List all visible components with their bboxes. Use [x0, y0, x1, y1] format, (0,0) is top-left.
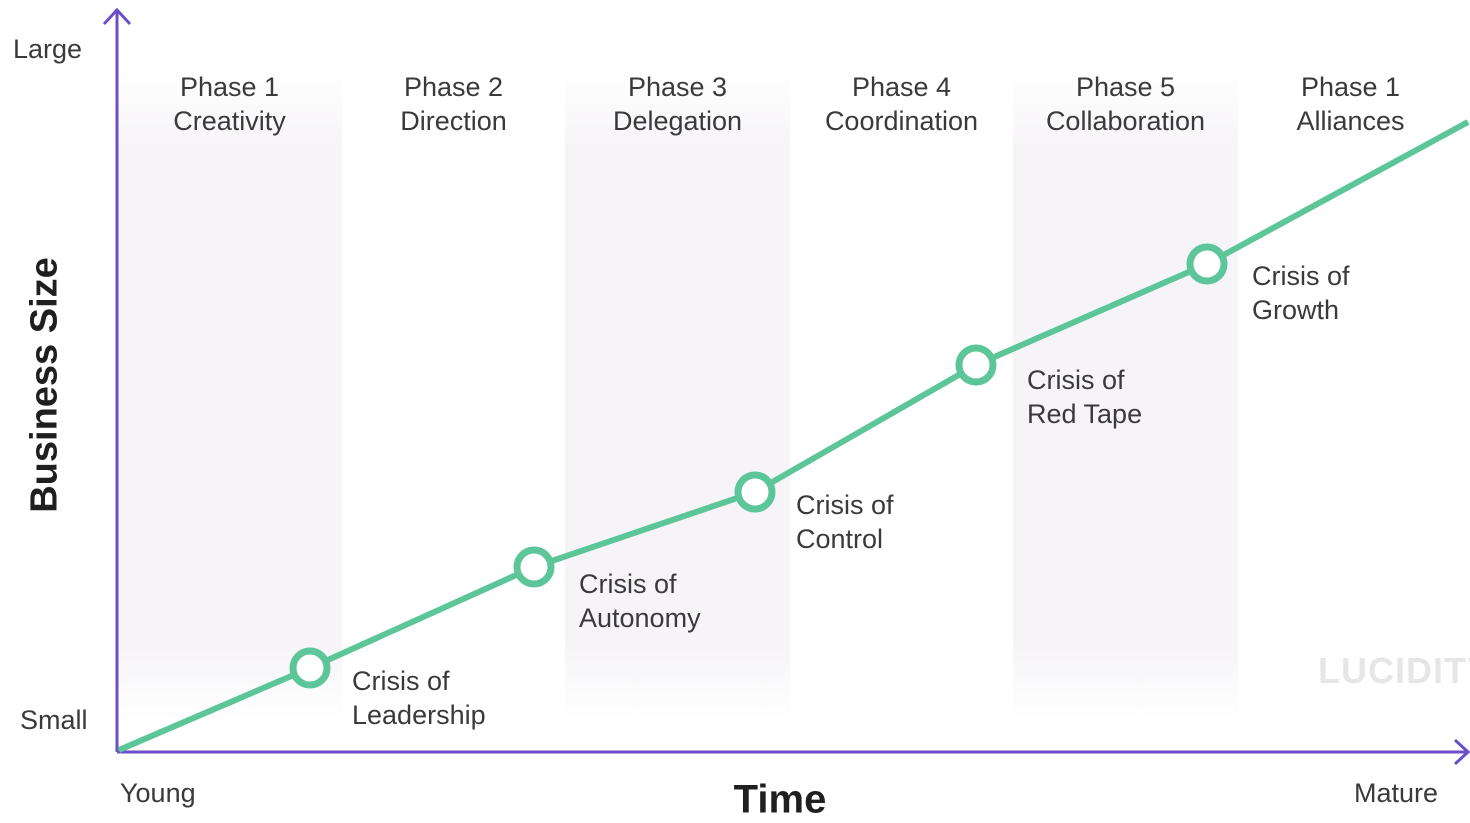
crisis-prefix: Crisis of — [1027, 365, 1125, 395]
crisis-name: Red Tape — [1027, 399, 1143, 429]
phase-number: Phase 2 — [403, 72, 504, 102]
crisis-marker-autonomy — [513, 546, 555, 588]
phase-name: Direction — [400, 106, 507, 136]
phase-number: Phase 4 — [851, 72, 952, 102]
phase-header-6: Phase 1 Alliances — [1238, 70, 1463, 138]
x-axis-title: Time — [733, 777, 827, 822]
crisis-name: Control — [796, 524, 884, 554]
crisis-marker-red-tape — [955, 344, 997, 386]
crisis-marker-growth — [1186, 243, 1228, 285]
crisis-prefix: Crisis of — [796, 490, 894, 520]
phase-header-5: Phase 5 Collaboration — [1013, 70, 1238, 138]
lucidity-watermark-logo: LUCIDITY — [1318, 650, 1470, 691]
x-right-label: Mature — [1354, 778, 1439, 808]
phase-band-1 — [117, 70, 342, 720]
phase-band-5 — [1013, 70, 1238, 720]
phase-name: Creativity — [173, 106, 286, 136]
x-axis-arrowhead — [1453, 738, 1470, 766]
crisis-marker-leadership — [289, 647, 331, 689]
crisis-name: Growth — [1252, 295, 1340, 325]
phase-number: Phase 1 — [1300, 72, 1401, 102]
phase-name: Delegation — [612, 106, 743, 136]
crisis-label-growth: Crisis of Growth — [1252, 259, 1350, 327]
crisis-prefix: Crisis of — [579, 569, 677, 599]
crisis-prefix: Crisis of — [352, 666, 450, 696]
crisis-label-autonomy: Crisis of Autonomy — [579, 567, 701, 635]
phase-header-3: Phase 3 Delegation — [565, 70, 790, 138]
y-bottom-label: Small — [20, 705, 88, 735]
crisis-label-control: Crisis of Control — [796, 488, 894, 556]
y-axis-title: Business Size — [23, 257, 66, 513]
crisis-name: Autonomy — [579, 603, 701, 633]
crisis-label-red-tape: Crisis of Red Tape — [1027, 363, 1142, 431]
crisis-marker-control — [734, 471, 776, 513]
phase-band-3 — [565, 70, 790, 720]
phase-number: Phase 1 — [179, 72, 280, 102]
phase-number: Phase 5 — [1075, 72, 1176, 102]
phase-name: Collaboration — [1045, 106, 1206, 136]
phase-header-2: Phase 2 Direction — [341, 70, 566, 138]
crisis-name: Leadership — [352, 700, 486, 730]
crisis-prefix: Crisis of — [1252, 261, 1350, 291]
phase-name: Alliances — [1296, 106, 1405, 136]
x-left-label: Young — [120, 778, 196, 808]
phase-header-4: Phase 4 Coordination — [789, 70, 1014, 138]
phase-name: Coordination — [824, 106, 979, 136]
y-axis-arrowhead — [102, 7, 132, 26]
y-top-label: Large — [13, 34, 83, 64]
phase-number: Phase 3 — [627, 72, 728, 102]
phase-header-1: Phase 1 Creativity — [117, 70, 342, 138]
crisis-label-leadership: Crisis of Leadership — [352, 664, 486, 732]
